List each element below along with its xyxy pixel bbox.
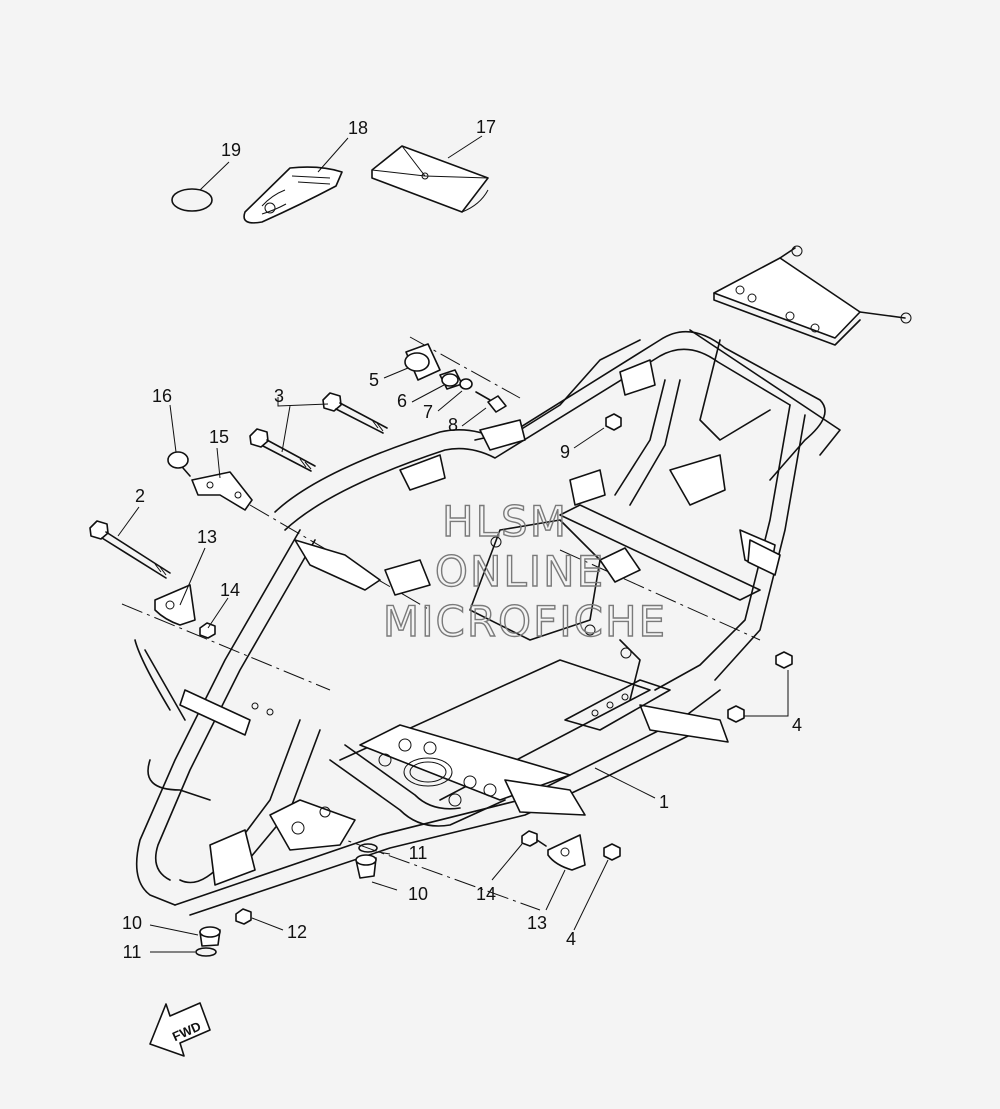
plate-part-13a [154, 584, 196, 626]
bolt-part-3a [322, 392, 388, 434]
plate-part-13b [547, 834, 586, 871]
collar-part-6 [439, 369, 463, 390]
grommet-part-10b [355, 854, 377, 879]
nut-part-9 [605, 413, 622, 431]
bolt-part-12 [235, 908, 252, 925]
callout-7: 7 [423, 402, 433, 422]
callout-1: 1 [659, 792, 669, 812]
manual-pouch-part-17 [371, 145, 489, 213]
callout-14-left: 14 [220, 580, 240, 600]
nut-part-4a [775, 651, 793, 669]
o-ring-part-11a [195, 947, 217, 957]
o-ring-part-19 [171, 188, 213, 212]
watermark-line-2: ONLINE [435, 547, 605, 596]
o-ring-part-11b [358, 843, 378, 853]
callout-4-bottom: 4 [566, 929, 576, 949]
callout-13-left: 13 [197, 527, 217, 547]
callout-14-bottom: 14 [476, 884, 496, 904]
bolt-part-8 [475, 391, 507, 413]
callout-9: 9 [560, 442, 570, 462]
spacer-part-5 [404, 343, 441, 381]
grommet-part-10a [199, 926, 221, 947]
callout-12: 12 [287, 922, 307, 942]
callout-15: 15 [209, 427, 229, 447]
callout-11-left: 11 [123, 942, 142, 962]
bracket-part-15 [191, 471, 253, 511]
callout-18: 18 [348, 118, 368, 138]
watermark-line-3: MICROFICHE [383, 597, 667, 646]
callout-11-right: 11 [409, 843, 428, 863]
callout-6: 6 [397, 391, 407, 411]
bolt-part-16 [167, 451, 191, 477]
callout-5: 5 [369, 370, 379, 390]
tool-bag-part-18 [243, 166, 343, 224]
callout-4-right: 4 [792, 715, 802, 735]
callout-10-left: 10 [122, 913, 142, 933]
frame-part-1 [121, 245, 912, 916]
nut-part-4b [727, 705, 745, 723]
washer-part-7 [459, 378, 473, 390]
callout-8: 8 [448, 415, 458, 435]
forward-direction-arrow-icon: FWD [149, 1002, 211, 1057]
callout-3: 3 [274, 386, 284, 406]
callout-16: 16 [152, 386, 172, 406]
callout-10-right: 10 [408, 884, 428, 904]
nut-part-4c [603, 843, 621, 861]
callout-19: 19 [221, 140, 241, 160]
watermark: HLSM ONLINE MICROFICHE [382, 496, 667, 646]
callout-13-bottom: 13 [527, 913, 547, 933]
callout-17: 17 [476, 117, 496, 137]
callout-2: 2 [135, 486, 145, 506]
bolt-part-14a [199, 622, 216, 639]
leader-lines [117, 135, 789, 953]
bolt-part-3b [249, 428, 316, 472]
bolt-part-2 [89, 520, 171, 579]
bolt-part-14b [521, 830, 547, 847]
watermark-line-1: HLSM [442, 497, 568, 546]
